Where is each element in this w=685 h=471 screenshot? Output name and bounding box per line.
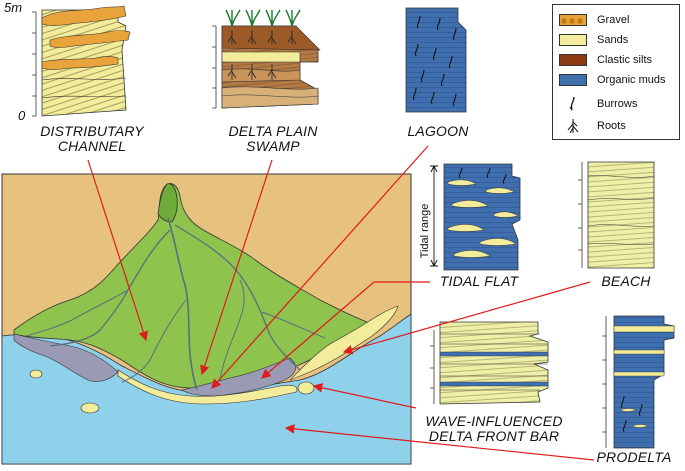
arrow-wave-bar	[312, 383, 417, 409]
silts-swatch	[559, 54, 587, 66]
gravel-swatch	[559, 14, 587, 26]
legend-item-roots: Roots	[559, 119, 626, 134]
tidal-range-label: Tidal range	[419, 203, 431, 259]
channel-branch-2	[219, 279, 245, 381]
offshore-bar-1	[80, 402, 100, 414]
offshore-bar-2	[29, 369, 43, 379]
legend-item-gravel: Gravel	[559, 13, 629, 27]
column-prodelta	[602, 315, 675, 449]
sand-lenses	[447, 179, 519, 258]
channel-branch-3	[25, 289, 129, 337]
legend-item-clastic-silts: Clastic silts	[559, 53, 652, 67]
channel-branch-4	[261, 311, 326, 339]
arrow-distributary	[87, 159, 148, 342]
sands-swatch	[559, 34, 587, 46]
column-wave-bar	[430, 321, 549, 405]
column-beach	[578, 161, 655, 269]
leader-arrows	[87, 145, 595, 461]
beach-sand	[289, 305, 399, 381]
scale-top-label: 5m	[4, 0, 23, 15]
legend-label: Gravel	[597, 14, 630, 26]
tidal-mud-east	[181, 357, 297, 397]
muds-swatch	[559, 74, 587, 86]
legend-label: Roots	[597, 120, 626, 132]
legend-label: Sands	[597, 34, 629, 46]
bar-sand	[117, 369, 298, 405]
legend-label: Burrows	[597, 98, 638, 110]
legend-item-sands: Sands	[559, 33, 628, 47]
legend: Gravel Sands Clastic silts Organic muds …	[552, 4, 680, 140]
legend-label: Clastic silts	[597, 54, 653, 66]
label-distributary-channel: DISTRIBUTARY CHANNEL	[40, 123, 144, 154]
prodelta-burrow-icon	[620, 395, 643, 433]
legend-item-organic-muds: Organic muds	[559, 73, 665, 87]
arrow-beach	[342, 281, 591, 355]
channel-west	[49, 229, 171, 347]
roots-icon	[559, 119, 587, 134]
delta-apex	[157, 183, 178, 223]
label-beach: BEACH	[601, 273, 651, 289]
label-lagoon: LAGOON	[407, 123, 469, 139]
legend-item-burrows: Burrows	[559, 96, 638, 111]
burrow-icon	[412, 15, 457, 107]
label-prodelta: PRODELTA	[596, 449, 672, 465]
label-wave-bar: WAVE-INFLUENCED DELTA FRONT BAR	[425, 413, 563, 444]
tidal-mud-west	[13, 333, 119, 382]
scale-bottom-label: 0	[18, 108, 26, 123]
tidal-burrow-icon	[458, 167, 507, 185]
roots-icon	[227, 30, 297, 80]
channel-east	[174, 224, 301, 371]
delta-plain	[13, 183, 373, 389]
column-delta-plain-swamp	[212, 9, 321, 109]
column-distributary-channel	[32, 5, 131, 117]
reeds-icon	[225, 9, 301, 27]
offshore-bar-3	[297, 381, 315, 395]
arrow-swamp	[200, 159, 273, 376]
legend-label: Organic muds	[597, 74, 666, 86]
arrow-tidal-flat	[261, 281, 430, 379]
arrow-lagoon	[211, 145, 429, 389]
channel-branch-1	[121, 299, 187, 383]
column-tidal-flat	[430, 163, 521, 271]
label-delta-plain-swamp: DELTA PLAIN SWAMP	[228, 123, 318, 154]
channel-main	[167, 217, 198, 391]
delta-map	[1, 173, 412, 465]
column-lagoon	[405, 7, 467, 113]
label-tidal-flat: TIDAL FLAT	[439, 273, 519, 289]
arrow-prodelta	[284, 424, 595, 461]
burrow-icon	[559, 96, 587, 111]
